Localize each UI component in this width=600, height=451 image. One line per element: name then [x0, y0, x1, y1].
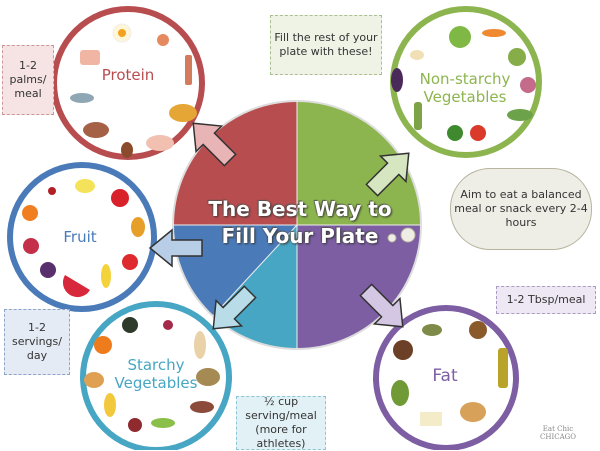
logo-line-2: CHICAGO	[540, 433, 576, 441]
protein-label: Protein	[101, 66, 155, 84]
infographic-title: The Best Way to Fill Your Plate	[180, 196, 420, 250]
eat-chic-chicago-logo: Eat Chic CHICAGO	[540, 425, 576, 441]
arrow-to-fat	[359, 283, 404, 328]
protein-food-icons	[70, 23, 197, 158]
vegetables-portion-note: Fill the rest of your plate with these!	[270, 15, 382, 75]
starchy-food-icons	[84, 317, 220, 432]
fat-label: Fat	[432, 366, 458, 386]
thought-bubble-medium	[400, 227, 416, 243]
plate-slice-vegetables	[297, 101, 421, 225]
title-line-2: Fill Your Plate	[221, 224, 379, 248]
meal-timing-tip: Aim to eat a balanced meal or snack ever…	[450, 168, 592, 250]
fruit-portion-note: 1-2 servings/ day	[4, 309, 70, 375]
arrow-to-starchy	[212, 285, 257, 330]
fat-food-icons	[391, 321, 508, 426]
thought-bubble-small	[387, 233, 397, 243]
starchy-circle	[80, 301, 232, 450]
vegetables-label: Non-starchy Vegetables	[419, 70, 511, 106]
fat-portion-note: 1-2 Tbsp/meal	[496, 286, 596, 314]
vegetable-food-icons	[391, 26, 536, 141]
title-line-1: The Best Way to	[208, 197, 392, 221]
protein-portion-note: 1-2 palms/ meal	[2, 45, 54, 115]
plate-slice-fruit	[173, 225, 297, 316]
starchy-portion-note: ½ cup serving/meal (more for athletes)	[236, 395, 326, 450]
arrow-to-protein	[192, 122, 237, 167]
fruit-food-icons	[22, 179, 145, 298]
plate-slice-fat	[297, 225, 421, 349]
logo-line-1: Eat Chic	[542, 425, 574, 433]
starchy-label: Starchy Vegetables	[114, 356, 198, 392]
arrow-to-fruit	[148, 228, 203, 268]
fruit-label: Fruit	[63, 228, 97, 246]
plate-slice-protein	[173, 101, 297, 225]
arrow-to-vegetables	[365, 152, 410, 197]
